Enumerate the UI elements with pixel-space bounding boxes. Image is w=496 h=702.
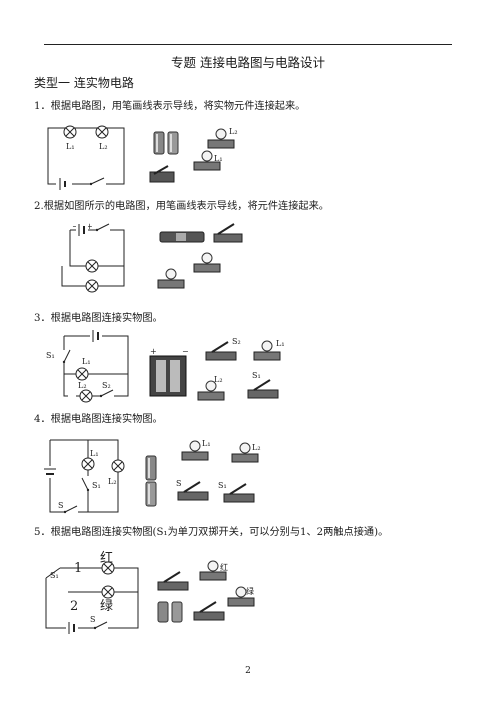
q4-photo-label-S: S bbox=[176, 479, 181, 488]
q3-lamp-L1-symbol bbox=[75, 367, 89, 381]
question-1-text: 1．根据电路图，用笔画线表示导线，将实物元件连接起来。 bbox=[34, 101, 306, 112]
q5-lamp-red-photo: 红 bbox=[199, 560, 228, 581]
q3-lamp-L2-photo: L₂ bbox=[197, 375, 225, 401]
q3-photo-label-L1: L₁ bbox=[276, 339, 285, 348]
q2-physical-components bbox=[157, 223, 243, 289]
page-number: 2 bbox=[245, 666, 251, 676]
question-4-text: 4．根据电路图连接实物图。 bbox=[34, 414, 163, 425]
q4-photo-label-S1: S₁ bbox=[218, 481, 227, 490]
q3-label-plus: + bbox=[150, 347, 157, 356]
q1-battery-cells-photo bbox=[153, 131, 179, 155]
q2-circuit-diagram: − + bbox=[61, 222, 125, 293]
q4-switch-S-photo: S bbox=[176, 479, 209, 501]
q1-lamp-L2-photo: L₂ bbox=[207, 127, 238, 149]
q3-switch-S2-photo: S₂ bbox=[205, 337, 241, 361]
q5-battery-cells-photo bbox=[157, 601, 183, 623]
q3-label-S1: S₁ bbox=[46, 351, 55, 360]
q5-battery-symbol bbox=[66, 622, 78, 634]
q1-switch-symbol bbox=[89, 177, 106, 189]
q2-label-minus: − bbox=[72, 222, 79, 231]
q4-lamp-L1-symbol bbox=[81, 457, 95, 471]
q5-circuit-diagram: 红 1 S₁ 2 绿 S bbox=[45, 550, 139, 634]
q3-lamp-L1-photo: L₁ bbox=[253, 339, 285, 361]
q5-photo-label-red: 红 bbox=[220, 562, 228, 572]
q5-label-S: S bbox=[90, 615, 95, 624]
q3-lamp-L2-symbol bbox=[79, 389, 93, 403]
q2-lamp-lower-symbol bbox=[85, 279, 99, 293]
q1-battery-symbol bbox=[56, 178, 72, 190]
q4-lamp-L2-symbol bbox=[111, 459, 125, 473]
q5-photo-label-green: 绿 bbox=[246, 587, 254, 596]
q2-lamp-upper-photo bbox=[193, 252, 221, 273]
q3-label-L2: L₂ bbox=[78, 381, 87, 390]
q3-switch-S1-photo: S₁ bbox=[247, 371, 279, 399]
q3-label-L1: L₁ bbox=[82, 357, 91, 366]
q3-switch-S2-symbol bbox=[99, 389, 114, 401]
q4-switch-S1-symbol bbox=[81, 476, 92, 492]
q4-label-S1: S₁ bbox=[92, 481, 101, 490]
q1-photo-label-L1: L₁ bbox=[214, 154, 223, 163]
q5-physical-components: 红 绿 bbox=[157, 560, 255, 623]
q1-lamp-L2-symbol bbox=[95, 125, 109, 139]
q1-switch-photo bbox=[149, 165, 175, 183]
q2-switch-photo bbox=[213, 223, 243, 243]
q3-label-S2: S₂ bbox=[102, 381, 111, 390]
q1-label-L2: L₂ bbox=[99, 142, 108, 151]
q3-physical-components: + − S₂ L₁ L₂ S₁ bbox=[149, 337, 285, 401]
q3-label-minus: − bbox=[182, 347, 189, 356]
q4-label-S: S bbox=[58, 501, 63, 510]
q5-lamp-green-symbol bbox=[101, 585, 115, 599]
question-5-text: 5．根据电路图连接实物图(S₁为单刀双掷开关，可以分别与1、2两触点接通)。 bbox=[34, 527, 389, 538]
q4-lamp-L1-photo: L₁ bbox=[181, 439, 211, 461]
q2-battery-pack-photo bbox=[159, 231, 205, 243]
q4-battery-symbol bbox=[44, 466, 56, 478]
section-heading: 类型一 连实物电路 bbox=[34, 76, 134, 90]
header-rule bbox=[44, 44, 452, 45]
q1-lamp-L1-photo: L₁ bbox=[193, 150, 223, 171]
q5-label-green: 绿 bbox=[100, 599, 113, 614]
q3-circuit-diagram: S₁ L₁ L₂ S₂ bbox=[46, 330, 129, 403]
q5-double-throw-switch-photo bbox=[157, 571, 189, 591]
q5-lamp-green-photo: 绿 bbox=[227, 586, 255, 607]
q1-lamp-L1-symbol bbox=[63, 125, 77, 139]
q5-switch-S-symbol bbox=[93, 621, 108, 633]
q3-battery-box-photo: + − bbox=[149, 347, 189, 397]
q1-physical-components: L₂ L₁ bbox=[149, 127, 238, 183]
q4-physical-components: L₁ L₂ S S₁ bbox=[145, 439, 261, 507]
q5-label-two: 2 bbox=[70, 599, 78, 614]
q5-switch-S-photo bbox=[193, 601, 225, 621]
q2-lamp-upper-symbol bbox=[85, 259, 99, 273]
q1-circuit-diagram: L₁ L₂ bbox=[47, 125, 125, 190]
q2-lamp-lower-photo bbox=[157, 268, 185, 289]
q3-photo-label-S2: S₂ bbox=[232, 337, 241, 346]
q4-label-L1: L₁ bbox=[90, 449, 99, 458]
q4-label-L2: L₂ bbox=[108, 477, 117, 486]
q3-switch-S1-symbol bbox=[60, 349, 71, 364]
q4-photo-label-L1: L₁ bbox=[202, 439, 211, 448]
q1-label-L1: L₁ bbox=[66, 142, 75, 151]
q3-photo-label-L2: L₂ bbox=[214, 375, 223, 384]
q3-battery-symbol bbox=[90, 330, 102, 342]
page-title: 专题 连接电路图与电路设计 bbox=[171, 55, 325, 70]
q2-label-plus: + bbox=[86, 222, 93, 231]
q1-photo-label-L2: L₂ bbox=[229, 127, 238, 136]
q4-switch-S1-photo: S₁ bbox=[218, 481, 255, 503]
q4-battery-cells-photo bbox=[145, 455, 157, 507]
question-2-text: 2.根据如图所示的电路图，用笔画线表示导线，将元件连接起来。 bbox=[34, 201, 329, 212]
q2-battery-symbol bbox=[76, 224, 88, 236]
q4-switch-S-symbol bbox=[63, 505, 78, 516]
question-3-text: 3．根据电路图连接实物图。 bbox=[34, 313, 163, 324]
q4-photo-label-L2: L₂ bbox=[252, 443, 261, 452]
q4-circuit-diagram: L₁ L₂ S₁ S bbox=[44, 439, 125, 516]
q4-lamp-L2-photo: L₂ bbox=[231, 442, 261, 463]
q5-label-S1: S₁ bbox=[50, 571, 59, 580]
q5-label-one: 1 bbox=[74, 561, 82, 576]
q5-lamp-red-symbol bbox=[101, 561, 115, 575]
q2-switch-symbol bbox=[95, 223, 110, 235]
q3-photo-label-S1: S₁ bbox=[252, 371, 261, 380]
